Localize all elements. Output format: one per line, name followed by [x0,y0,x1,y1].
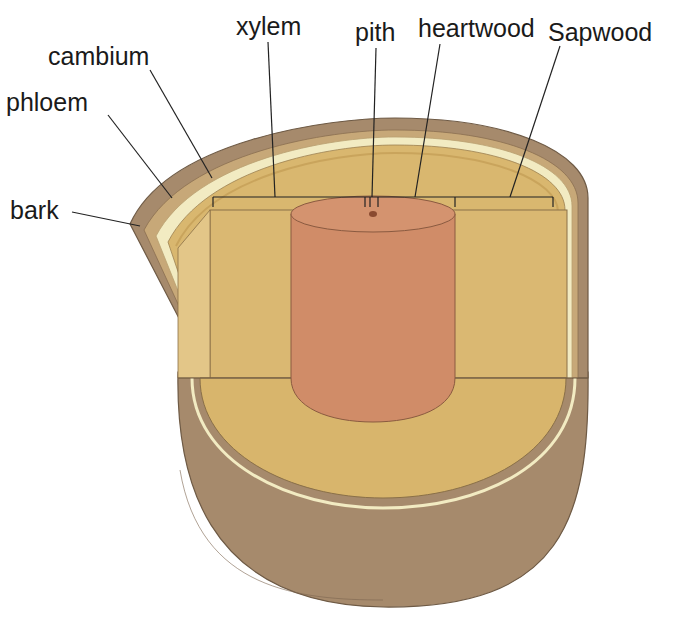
heartwood-top [291,196,455,232]
part-label: pith [355,20,395,45]
part-label: xylem [236,14,301,39]
part-label: cambium [48,44,149,69]
part-label: bark [10,198,59,223]
part-label: heartwood [418,16,535,41]
heartwood-cylinder [291,214,455,422]
dimension-bracket [213,197,553,207]
part-label: Sapwood [548,20,652,45]
part-label: phloem [6,90,88,115]
cut-side [178,210,210,378]
pith-dot [369,211,377,217]
leader-lines [72,42,560,226]
